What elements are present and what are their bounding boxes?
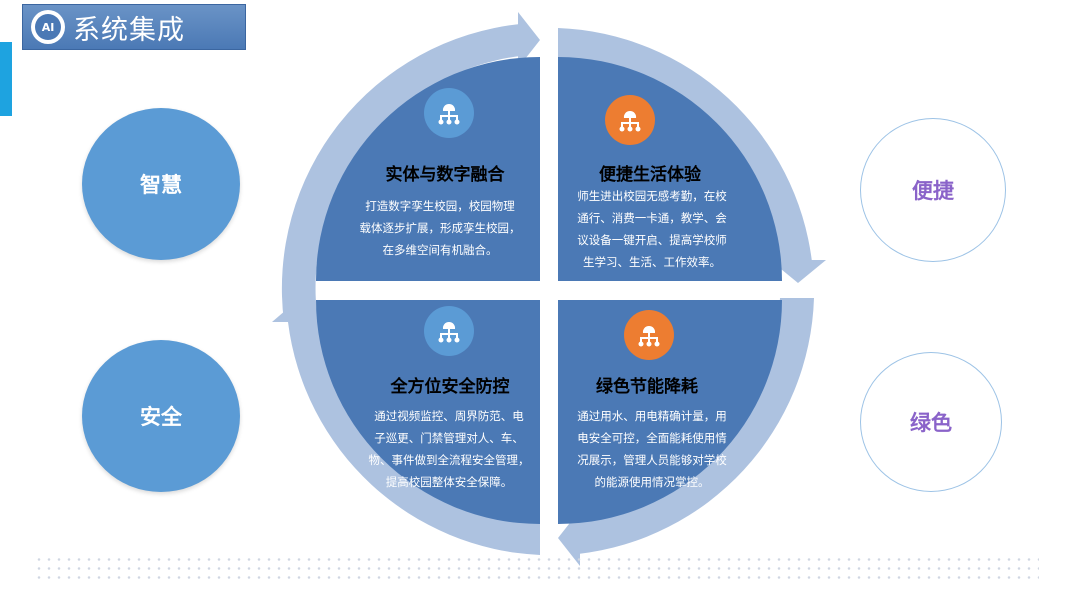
- quadrant-body-integration: 打造数字孪生校园，校园物理 载体逐步扩展，形成孪生校园， 在多维空间有机融合。: [350, 195, 530, 261]
- body-line: 师生进出校园无感考勤，在校: [577, 189, 727, 203]
- body-line: 的能源使用情况掌控。: [594, 475, 710, 489]
- label-circle-smart: 智慧: [82, 108, 240, 260]
- network-icon: [424, 306, 474, 356]
- quadrant-body-security: 通过视频监控、周界防范、电 子巡更、门禁管理对人、车、 物、事件做到全流程安全管…: [355, 405, 543, 493]
- quadrant-title-green: 绿色节能降耗: [596, 377, 698, 397]
- dotted-decoration: [34, 555, 1039, 583]
- body-line: 电安全可控，全面能耗使用情: [577, 431, 727, 445]
- body-line: 子巡更、门禁管理对人、车、: [374, 431, 524, 445]
- ring-arrow-bottom-left: [288, 322, 540, 555]
- label-circle-green: 绿色: [860, 352, 1002, 492]
- network-icon: [605, 95, 655, 145]
- body-line: 生学习、生活、工作效率。: [583, 255, 721, 269]
- body-line: 通行、消费一卡通，教学、会: [577, 211, 727, 225]
- arrowhead-top: [518, 12, 540, 68]
- quadrant-bottom-left: [316, 300, 540, 524]
- label-circle-safety: 安全: [82, 340, 240, 492]
- arrowhead-left: [272, 298, 328, 322]
- left-accent-bar: [0, 42, 12, 116]
- network-icon: [624, 310, 674, 360]
- arrowhead-right: [770, 260, 826, 283]
- quadrant-bottom-right: [558, 300, 782, 524]
- quadrant-top-left: [316, 57, 540, 281]
- body-line: 打造数字孪生校园，校园物理: [365, 199, 515, 213]
- body-line: 提高校园整体安全保障。: [385, 475, 513, 489]
- body-line: 况展示，管理人员能够对学校: [577, 453, 727, 467]
- quadrant-body-convenience: 师生进出校园无感考勤，在校 通行、消费一卡通，教学、会 议设备一键开启、提高学校…: [562, 185, 742, 273]
- section-title-box: AI 系统集成: [22, 4, 246, 50]
- quadrant-body-green: 通过用水、用电精确计量，用 电安全可控，全面能耗使用情 况展示，管理人员能够对学…: [562, 405, 742, 493]
- ai-logo-icon: AI: [31, 10, 65, 44]
- label-circle-convenient: 便捷: [860, 118, 1006, 262]
- body-line: 物、事件做到全流程安全管理，: [368, 453, 530, 467]
- arrowhead-bottom: [558, 510, 580, 566]
- ai-logo-text: AI: [35, 14, 61, 40]
- ring-arrow-bottom-right: [578, 298, 814, 554]
- ring-arrow-top-left: [281, 24, 520, 322]
- quadrant-title-convenience: 便捷生活体验: [599, 165, 701, 185]
- quadrant-title-security: 全方位安全防控: [390, 377, 510, 397]
- page-title: 系统集成: [73, 14, 185, 46]
- body-line: 议设备一键开启、提高学校师: [577, 233, 727, 247]
- ring-arrow-top-right: [558, 28, 812, 262]
- body-line: 在多维空间有机融合。: [382, 243, 498, 257]
- body-line: 通过用水、用电精确计量，用: [577, 409, 727, 423]
- network-icon: [424, 88, 474, 138]
- body-line: 通过视频监控、周界防范、电: [374, 409, 524, 423]
- quadrant-title-integration: 实体与数字融合: [385, 165, 505, 185]
- body-line: 载体逐步扩展，形成孪生校园，: [359, 221, 521, 235]
